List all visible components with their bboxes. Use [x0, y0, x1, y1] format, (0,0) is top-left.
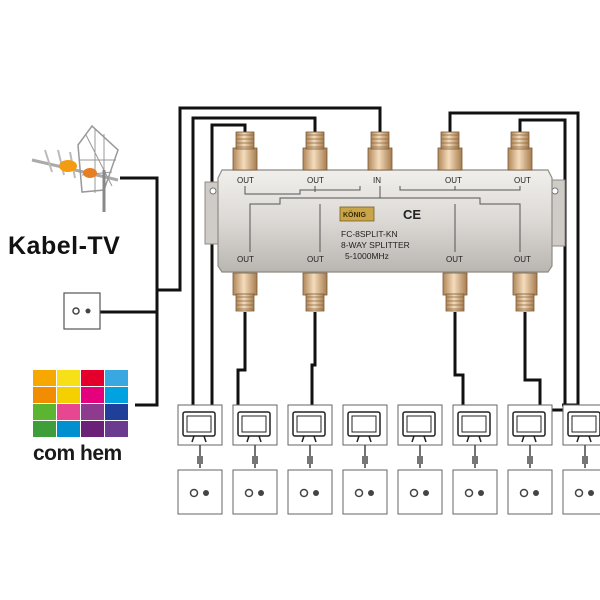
- f-connector: [367, 131, 393, 171]
- cable-out-5: [236, 312, 247, 420]
- cable-trunk: [157, 106, 382, 292]
- brand-tile: [105, 387, 128, 403]
- wall-socket-icon: [342, 469, 388, 515]
- brand-tile: [81, 404, 104, 420]
- f-connector: [442, 272, 468, 312]
- brand-tile: [57, 387, 80, 403]
- tv-outlet-5: [397, 404, 443, 515]
- brand-tile: [105, 421, 128, 437]
- splitter-connectors: [232, 131, 538, 312]
- brand-tile: [57, 404, 80, 420]
- wall-socket-icon: [452, 469, 498, 515]
- tv-icon: [347, 411, 381, 443]
- wall-socket-icon: [287, 469, 333, 515]
- brand-tile: [81, 421, 104, 437]
- tv-outlets: [177, 404, 600, 515]
- tv-outlet-6: [452, 404, 498, 515]
- f-connector: [232, 131, 258, 171]
- ce-mark: CE: [403, 207, 421, 222]
- port-label-bottom-3: OUT: [446, 255, 463, 264]
- port-label-bottom-1: OUT: [237, 255, 254, 264]
- tv-outlet-7: [507, 404, 553, 515]
- tv-outlet-3: [287, 404, 333, 515]
- brand-tile: [57, 370, 80, 386]
- tv-icon: [182, 411, 216, 443]
- tv-icon: [457, 411, 491, 443]
- tv-outlet-8: [562, 404, 600, 515]
- frequency-range: 5-1000MHz: [345, 251, 389, 261]
- brand-tile: [105, 404, 128, 420]
- cable-lines: [100, 106, 580, 420]
- brand-plate: KÖNIG: [343, 210, 367, 219]
- port-label-top-4: OUT: [514, 176, 531, 185]
- tv-icon: [237, 411, 271, 443]
- wall-socket-icon: [562, 469, 600, 515]
- brand-tile: [81, 370, 104, 386]
- wall-socket-icon: [63, 292, 101, 330]
- model-number: FC-8SPLIT-KN: [341, 229, 398, 239]
- brand-tile: [81, 387, 104, 403]
- port-label-bottom-4: OUT: [514, 255, 531, 264]
- wall-socket-icon: [232, 469, 278, 515]
- cable-out-6: [310, 312, 317, 420]
- wall-socket-icon: [177, 469, 223, 515]
- brand-tile: [33, 387, 56, 403]
- cable-out-8: [523, 312, 542, 420]
- brand-tile: [33, 421, 56, 437]
- brand-logo: [33, 370, 128, 437]
- brand-tile: [57, 421, 80, 437]
- splitter-type: 8-WAY SPLITTER: [341, 240, 410, 250]
- brand-tile: [33, 404, 56, 420]
- tv-icon: [512, 411, 546, 443]
- brand-tile: [33, 370, 56, 386]
- f-connector: [232, 272, 258, 312]
- splitter-labels: OUT OUT IN OUT OUT OUT OUT OUT OUT KÖNIG…: [237, 176, 531, 264]
- cable-out-4: [518, 118, 567, 412]
- f-connector: [437, 131, 463, 171]
- f-connector: [302, 272, 328, 312]
- f-connector: [507, 131, 533, 171]
- brand-name: com hem: [33, 442, 122, 465]
- tv-outlet-1: [177, 404, 223, 515]
- f-connector: [302, 131, 328, 171]
- tv-icon: [292, 411, 326, 443]
- tv-outlet-2: [232, 404, 278, 515]
- port-label-top-3: OUT: [445, 176, 462, 185]
- splitter-device: [204, 169, 566, 273]
- tv-icon: [402, 411, 436, 443]
- antenna-icon: [31, 124, 119, 212]
- port-label-in: IN: [373, 176, 381, 185]
- tv-icon: [567, 411, 600, 443]
- port-label-bottom-2: OUT: [307, 255, 324, 264]
- port-label-top-2: OUT: [307, 176, 324, 185]
- wall-socket-icon: [397, 469, 443, 515]
- tv-outlet-4: [342, 404, 388, 515]
- cable-out-7: [453, 312, 465, 420]
- wall-socket-icon: [507, 469, 553, 515]
- port-label-top-1: OUT: [237, 176, 254, 185]
- kabel-tv-label: Kabel-TV: [8, 232, 121, 260]
- brand-tile: [105, 370, 128, 386]
- f-connector: [512, 272, 538, 312]
